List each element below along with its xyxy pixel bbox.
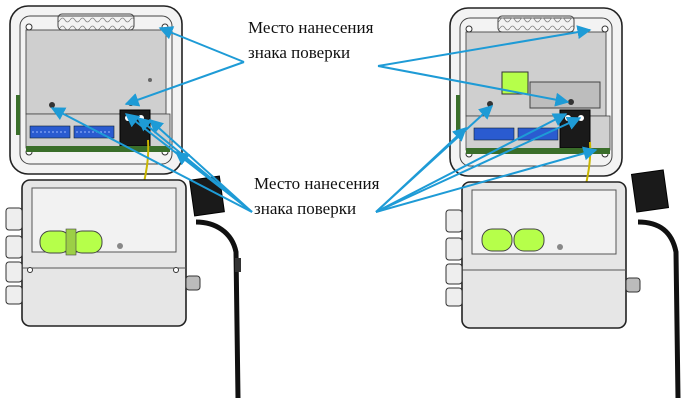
arrow-icon [377,25,592,67]
terminal-block-icon-right [473,127,559,141]
arrow-icon [50,107,253,213]
arrow-icon [375,127,468,213]
arrow-icon [124,61,245,107]
box-body-left [21,179,187,327]
cable-gland-icon [5,207,201,305]
box-body-right [461,181,627,329]
lid-right [449,7,623,177]
arrow-icon [375,146,598,213]
sensor-probe-icon-right [630,169,681,399]
arrow-icon [148,119,253,213]
device-right [445,7,681,399]
battery-icon [39,228,123,256]
label-top-line2: знака поверки [248,43,350,62]
lid-left [9,5,183,175]
cable-gland-icon-right [445,209,641,307]
label-middle-line2: знака поверки [254,199,356,218]
arrow-icon [377,65,570,107]
arrow-icon [375,116,582,213]
label-middle-line1: Место нанесения [254,174,380,193]
arrows [50,25,598,213]
label-top-line1: Место нанесения [248,18,374,37]
arrow-icon [375,113,568,213]
sensor-probe-icon [189,175,241,399]
arrow-icon [158,26,245,63]
device-left [5,5,241,399]
battery-icon-right [481,228,563,252]
arrow-icon [174,151,253,213]
